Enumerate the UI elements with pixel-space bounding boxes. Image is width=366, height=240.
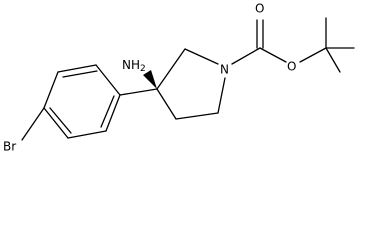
bond-c5-c4 [175,112,219,120]
bond-c3-aryl [119,88,158,96]
bond-ring-4 [43,107,69,139]
bond-carbonyl-oester [259,47,287,63]
wedge-bond-amine [143,70,157,89]
bond-n1-carbonyl [231,47,261,65]
bond-ring-3 [43,71,59,109]
bromophenyl-ring [21,64,158,141]
molecule-drawing: NH2 N O O Br [3,2,355,154]
bond-c3-c2 [156,48,186,90]
bond-ring-inner-c [100,95,115,128]
carbonyl-oxygen-label: O [255,2,264,16]
bond-ring-6 [105,94,121,132]
bond-ring-2 [57,64,97,73]
amine-label: NH2 [122,58,146,74]
bond-ring-inner-a [62,70,98,78]
boc-group [231,17,355,73]
bond-ring-1 [95,64,121,96]
bond-c4-c3 [156,88,177,120]
bond-n1-c5 [217,77,226,114]
bond-cq-methyl-down [325,47,341,73]
bond-ring-inner-b [49,107,72,134]
bond-ring-bromine [21,107,45,141]
bromine-label: Br [3,140,16,154]
bond-c2-n1 [184,48,219,65]
structure-canvas: NH2 N O O Br [3,2,355,154]
ester-oxygen-label: O [287,60,296,74]
pyrrolidine-ring [156,48,226,120]
ring-nitrogen-label: N [220,63,229,77]
bond-ring-5 [67,130,107,139]
amine-subscript: 2 [140,64,146,74]
bond-oester-cq [299,47,327,63]
